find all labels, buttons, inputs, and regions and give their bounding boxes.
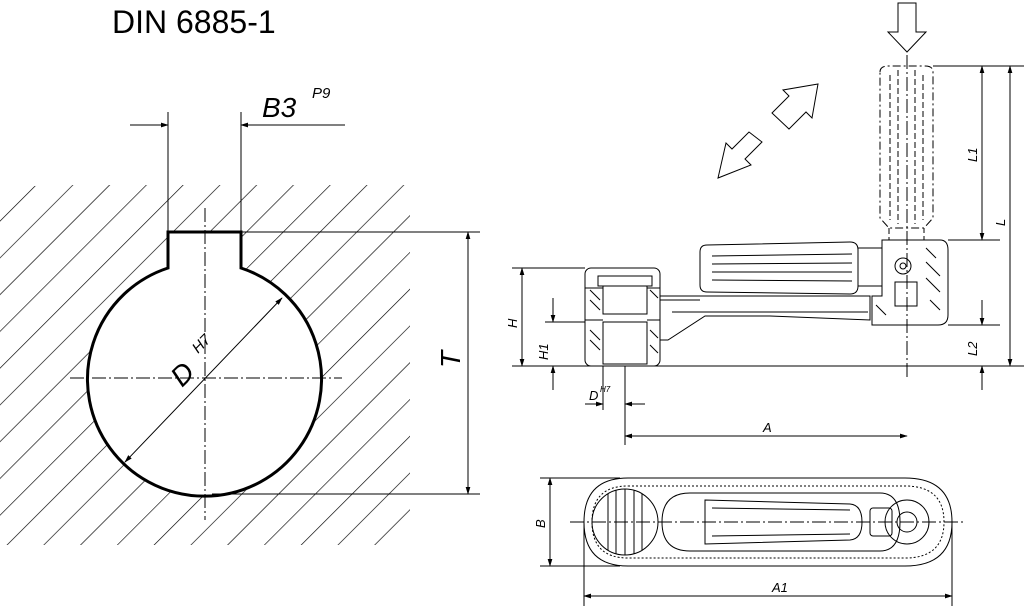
- dim-h1-label: H1: [536, 343, 551, 360]
- hatched-hub: [0, 185, 410, 545]
- dim-hub-d-tolerance: H7: [600, 385, 611, 394]
- keyway-section: B3 P9 D H7 T: [0, 85, 480, 545]
- dim-t-label: T: [435, 349, 466, 368]
- dim-hub-d-label: D: [589, 388, 598, 403]
- swing-in-arrow-icon: [717, 131, 763, 179]
- drawing-title: DIN 6885-1: [112, 4, 276, 40]
- crank-top-view: B A1: [533, 477, 966, 606]
- handle-grip: [699, 241, 883, 295]
- dim-d-tolerance: H7: [189, 331, 215, 357]
- swing-out-arrow-icon: [771, 83, 819, 130]
- pivot-head: [871, 239, 949, 326]
- dim-d-label: D: [164, 356, 200, 392]
- dim-b-label: B: [533, 519, 548, 528]
- crank-arm: [660, 295, 871, 341]
- dim-a1-label: A1: [771, 580, 788, 595]
- dim-l2-label: L2: [965, 341, 980, 356]
- dim-b3-label: B3: [262, 92, 297, 123]
- dim-b3-tolerance: P9: [312, 85, 331, 102]
- hub-body: [584, 267, 661, 367]
- crank-side-view: H H1 D H7 A L1 L L2: [505, 2, 1024, 445]
- dim-l-label: L: [993, 219, 1008, 226]
- dim-l1-label: L1: [965, 148, 980, 162]
- push-down-arrow-icon: [886, 2, 928, 53]
- dim-h-label: H: [505, 318, 520, 328]
- dim-a-label: A: [762, 420, 772, 435]
- top-view-outline: [583, 477, 953, 567]
- bore-outline: [86, 230, 323, 498]
